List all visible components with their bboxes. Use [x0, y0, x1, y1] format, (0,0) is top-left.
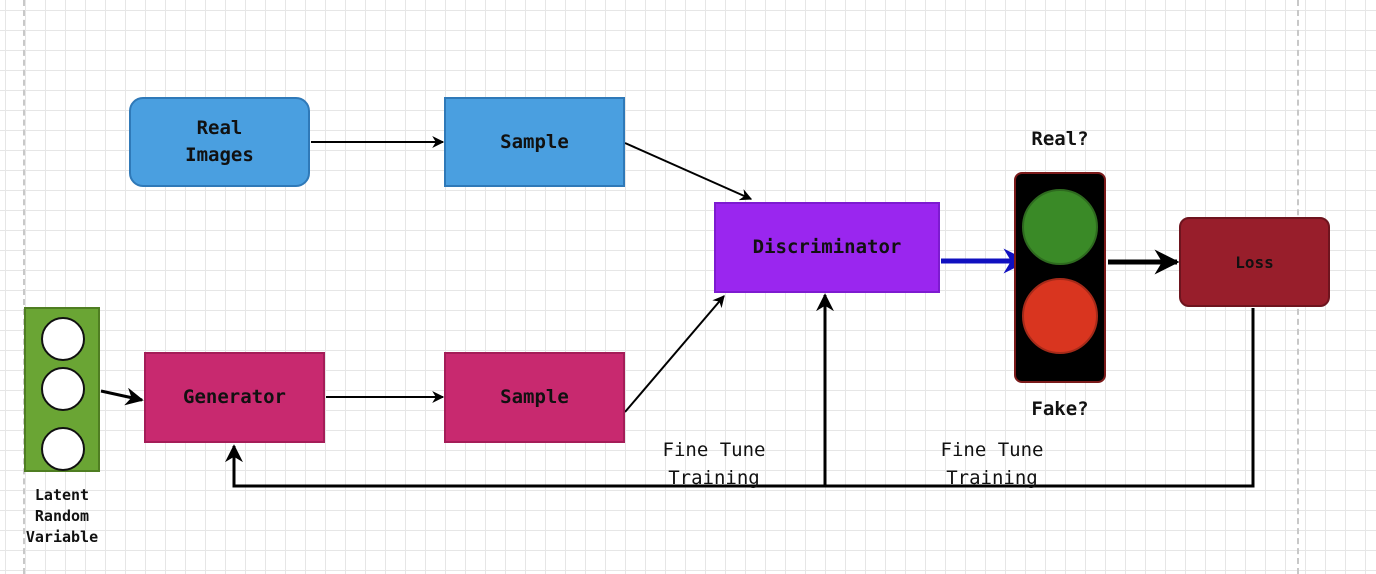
latent-variable-node[interactable] — [24, 307, 100, 472]
edge-sample-top-to-discriminator — [624, 142, 753, 201]
latent-label: Latent Random Variable — [25, 486, 99, 546]
fake-question-label: Fake? — [1031, 398, 1089, 420]
loss-label: Loss — [1235, 252, 1274, 272]
real-images-node[interactable]: Real Images — [129, 97, 310, 187]
fine-tune-label-1: Fine Tune Training — [662, 439, 766, 489]
real-images-label: Real Images — [185, 117, 254, 166]
sample-bottom-label: Sample — [500, 386, 569, 408]
sample-top-node[interactable]: Sample — [444, 97, 625, 187]
latent-unit-2 — [41, 367, 85, 411]
edge-latent-to-generator — [100, 387, 144, 406]
edge-loss-feedback-to-generator — [225, 308, 1255, 488]
latent-unit-3 — [41, 427, 85, 471]
green-light — [1022, 189, 1098, 265]
page-boundary-left — [23, 0, 25, 574]
discriminator-node[interactable]: Discriminator — [714, 202, 940, 293]
sample-bottom-node[interactable]: Sample — [444, 352, 625, 443]
latent-unit-1 — [41, 317, 85, 361]
generator-label: Generator — [183, 386, 286, 408]
real-question-label: Real? — [1031, 128, 1089, 150]
fine-tune-label-2: Fine Tune Training — [940, 439, 1044, 489]
edge-sample-bottom-to-discriminator — [624, 295, 725, 413]
sample-top-label: Sample — [500, 130, 569, 153]
red-light — [1022, 278, 1098, 354]
generator-node[interactable]: Generator — [144, 352, 325, 443]
loss-node[interactable]: Loss — [1179, 217, 1330, 307]
traffic-light-node[interactable] — [1014, 172, 1106, 383]
discriminator-label: Discriminator — [752, 236, 902, 258]
